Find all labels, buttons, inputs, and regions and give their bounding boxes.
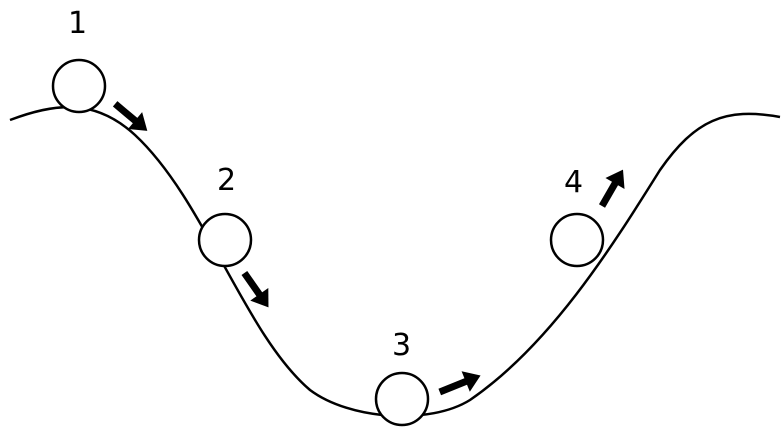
ball-1	[51, 58, 107, 114]
ball-1-arrow-icon	[112, 101, 148, 131]
ball-1-group: 1	[51, 6, 148, 131]
ball-2-group: 2	[197, 163, 269, 308]
ball-3	[374, 371, 430, 427]
ball-2	[197, 212, 253, 268]
ball-3-arrow-icon	[438, 371, 481, 396]
ball-2-label: 2	[217, 163, 236, 198]
ball-4	[549, 212, 605, 268]
ball-4-group: 4	[549, 165, 625, 268]
ball-3-label: 3	[392, 328, 411, 363]
ball-4-arrow-icon	[598, 169, 625, 208]
ball-4-label: 4	[564, 165, 583, 200]
valley-track-curve	[9, 105, 781, 418]
ball-1-label: 1	[68, 6, 87, 41]
ball-3-group: 3	[374, 328, 481, 427]
ball-2-arrow-icon	[241, 270, 269, 308]
